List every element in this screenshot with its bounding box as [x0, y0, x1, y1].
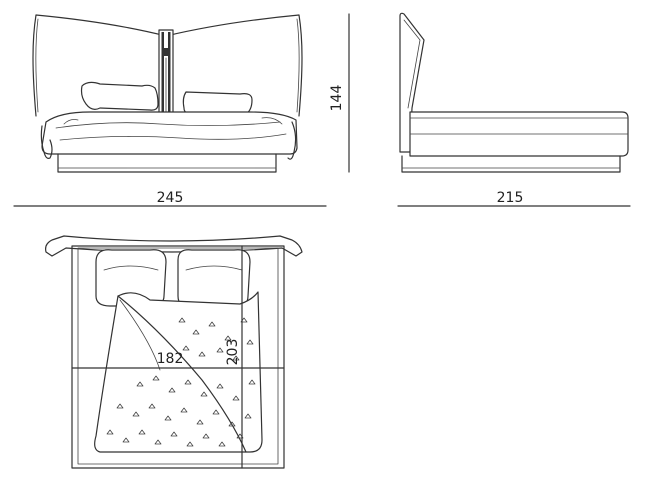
- headboard-strap: [158, 29, 174, 117]
- duvet-pattern: [106, 317, 256, 447]
- front-headboard-seam: [35, 18, 39, 113]
- front-width-label: 245: [157, 190, 184, 206]
- side-depth-dimension: 215: [397, 190, 631, 207]
- plan-view: 182 203: [45, 235, 303, 469]
- front-mattress: [41, 111, 298, 155]
- plan-frame: [71, 245, 285, 469]
- side-bed-base: [401, 155, 621, 173]
- plan-duvet: [94, 291, 263, 453]
- front-view: [32, 14, 303, 173]
- plan-width-label: 182: [157, 351, 184, 367]
- plan-pillow-right: [177, 249, 251, 309]
- height-label: 144: [329, 85, 345, 112]
- front-pillow-left: [80, 81, 159, 111]
- front-pillow-right: [182, 91, 253, 115]
- front-width-dimension: 245: [13, 190, 327, 207]
- plan-length-label: 203: [225, 339, 241, 366]
- plan-pillow-left: [95, 249, 167, 307]
- front-bed-base: [57, 153, 277, 173]
- side-depth-label: 215: [497, 190, 524, 206]
- strap-buckle: [162, 48, 170, 56]
- front-duvet-drape-right: [287, 121, 297, 160]
- side-view: [399, 12, 629, 173]
- height-dimension: 144: [329, 13, 350, 173]
- front-duvet-drape-left: [40, 125, 53, 159]
